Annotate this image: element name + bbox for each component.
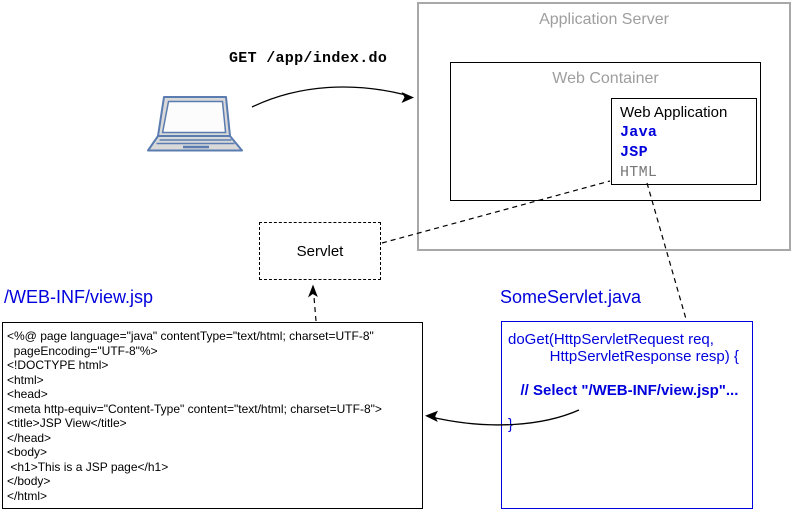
jsp-code-line: <!DOCTYPE html> — [7, 358, 109, 372]
jsp-code-line: </html> — [7, 488, 48, 503]
web-application-item-java: Java — [620, 124, 658, 141]
viewjsp-code-box: <%@ page language="java" contentType="te… — [2, 322, 423, 509]
servlet-code-line: doGet(HttpServletRequest req, — [508, 331, 714, 348]
web-application-item-html: HTML — [620, 164, 658, 181]
servlet-code-line: } — [508, 416, 514, 433]
jsp-code-line: pageEncoding="UTF-8"%> — [7, 343, 158, 358]
jsp-code-line: <head> — [7, 387, 48, 401]
servlet-code-line: // Select "/WEB-INF/view.jsp"... — [508, 382, 739, 399]
servlet-code-line — [508, 399, 752, 416]
servlet-code-line: HttpServletResponse resp) { — [508, 348, 739, 365]
application-server-title: Application Server — [539, 11, 669, 28]
jsp-code-line: <meta http-equiv="Content-Type" content=… — [7, 401, 382, 416]
jsp-code-line: <title>JSP View</title> — [7, 416, 127, 430]
viewjsp-servlet-dashed-arrow — [308, 284, 318, 322]
servlet-code-line — [508, 365, 752, 382]
jsp-code-line: <h1>This is a JSP page</h1> — [7, 459, 169, 474]
jsp-code-line: </body> — [7, 474, 51, 488]
servlet-box: Servlet — [259, 222, 381, 280]
get-request-label: GET /app/index.do — [229, 50, 388, 67]
laptop-icon — [147, 96, 243, 152]
jsp-code-line: <body> — [7, 445, 48, 459]
jsp-code-line: <html> — [7, 372, 44, 387]
web-application-box: Web Application Java JSP HTML — [611, 98, 757, 185]
someservlet-file-title: SomeServlet.java — [500, 287, 642, 307]
servlet-label: Servlet — [296, 242, 344, 260]
web-application-item-jsp: JSP — [620, 144, 648, 161]
jsp-code-line: </head> — [7, 430, 52, 445]
application-server-box: Application Server — [417, 2, 791, 251]
web-container-title: Web Container — [552, 70, 659, 87]
jsp-code-line: <%@ page language="java" contentType="te… — [7, 329, 374, 343]
viewjsp-file-title: /WEB-INF/view.jsp — [4, 287, 154, 307]
get-request-arrow — [251, 86, 414, 108]
web-application-title: Web Application — [620, 104, 728, 121]
someservlet-code-box: doGet(HttpServletRequest req, HttpServle… — [501, 321, 753, 509]
